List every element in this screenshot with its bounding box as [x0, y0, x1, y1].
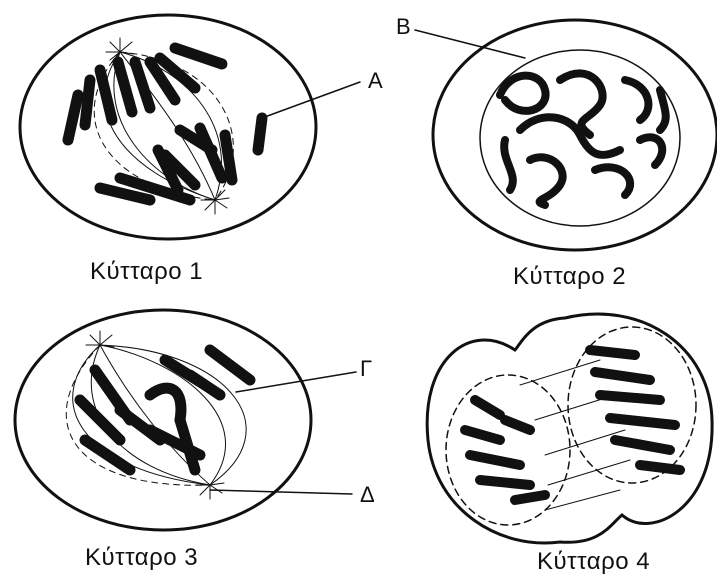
marker-gamma: Γ: [360, 356, 372, 382]
cell-1-membrane: [20, 15, 316, 239]
cell-4-fibres: [520, 360, 630, 510]
cell-4-nucleus-left: [446, 375, 570, 525]
caption-cell-3: Κύτταρο 3: [85, 544, 198, 572]
marker-a: A: [368, 68, 383, 94]
marker-delta: Δ: [360, 482, 375, 508]
marker-b: B: [396, 14, 411, 40]
caption-cell-2: Κύτταρο 2: [513, 263, 626, 291]
cell-3-drawing: [15, 310, 356, 530]
cell-2-membrane: [433, 20, 717, 250]
caption-cell-1: Κύτταρο 1: [90, 258, 203, 286]
cell-4-drawing: [427, 314, 712, 543]
cell-1-drawing: [20, 15, 360, 239]
caption-cell-4: Κύτταρο 4: [537, 548, 650, 576]
cell-2-chromatin: [500, 73, 666, 205]
cell-2-drawing: [415, 20, 717, 250]
cell-3-membrane: [15, 310, 311, 530]
